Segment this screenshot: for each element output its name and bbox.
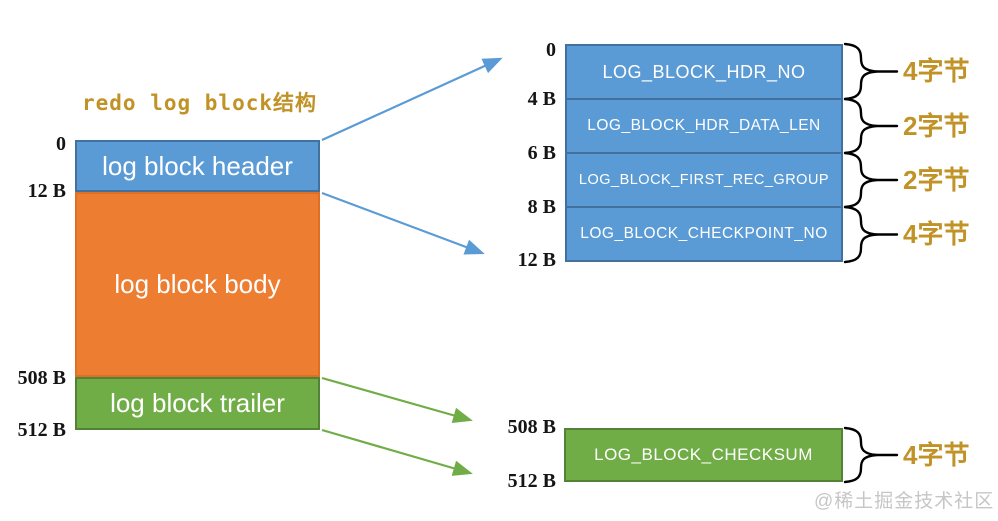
- overview-offset-12b: 12 B: [27, 180, 66, 202]
- size-label-first-rec-group: 2字节: [903, 165, 970, 195]
- field-log-block-checksum: LOG_BLOCK_CHECKSUM: [564, 428, 843, 482]
- size-label-checksum: 4字节: [903, 440, 970, 470]
- brace-checkpoint-no: [843, 205, 878, 264]
- field-log-block-hdr-data-len: LOG_BLOCK_HDR_DATA_LEN: [567, 98, 841, 152]
- diagram-title: redo log block结构: [82, 91, 318, 115]
- arrow-header-to-detail-top: [321, 57, 503, 142]
- brace-hdr-no: [843, 42, 878, 101]
- detail-offset-6b: 6 B: [527, 142, 556, 164]
- size-label-hdr-no: 4字节: [903, 56, 970, 86]
- detail-offset-4b: 4 B: [527, 88, 556, 110]
- size-label-checkpoint-no: 4字节: [903, 219, 970, 249]
- header-detail-table: LOG_BLOCK_HDR_NO LOG_BLOCK_HDR_DATA_LEN …: [565, 44, 843, 262]
- size-label-hdr-data-len: 2字节: [903, 111, 970, 141]
- log-block-header-section: log block header: [75, 140, 320, 192]
- field-log-block-checkpoint-no: LOG_BLOCK_CHECKPOINT_NO: [567, 206, 841, 260]
- brace-checksum: [843, 426, 878, 484]
- watermark: @稀土掘金技术社区: [814, 491, 995, 512]
- field-log-block-first-rec-group: LOG_BLOCK_FIRST_REC_GROUP: [567, 152, 841, 206]
- brace-first-rec-group: [843, 151, 878, 209]
- field-log-block-hdr-no: LOG_BLOCK_HDR_NO: [602, 61, 806, 82]
- checksum-offset-508b: 508 B: [507, 416, 556, 438]
- detail-offset-12b: 12 B: [517, 249, 556, 271]
- arrow-trailer-to-checksum-bottom: [321, 428, 473, 476]
- arrow-trailer-to-checksum-top: [321, 376, 473, 424]
- detail-offset-8b: 8 B: [527, 196, 556, 218]
- log-block-trailer-section: log block trailer: [75, 377, 320, 430]
- brace-hdr-data-len: [843, 97, 878, 155]
- detail-offset-0: 0: [546, 39, 556, 61]
- overview-offset-508b: 508 B: [17, 367, 66, 389]
- overview-offset-512b: 512 B: [17, 419, 66, 441]
- log-block-body-section: log block body: [75, 192, 320, 377]
- checksum-offset-512b: 512 B: [507, 470, 556, 492]
- arrow-header-to-detail-bottom: [321, 191, 485, 255]
- overview-offset-0: 0: [56, 133, 66, 155]
